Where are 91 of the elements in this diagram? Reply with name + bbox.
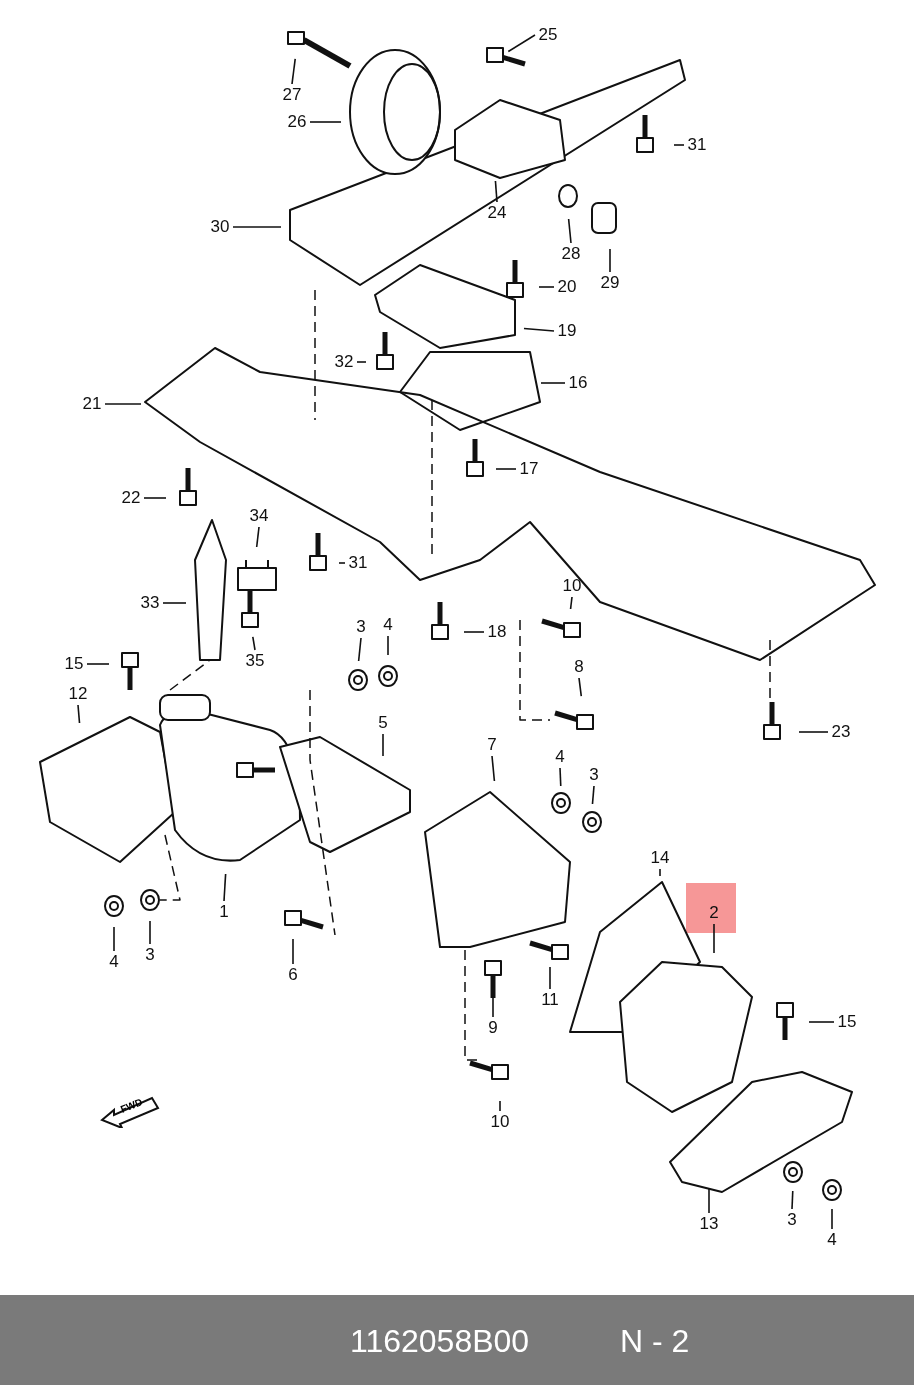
leader-line	[255, 526, 260, 548]
callout-number: 3	[356, 617, 366, 637]
leader-line	[713, 923, 715, 954]
callout-number: 12	[68, 684, 88, 704]
direction-label: FWD	[118, 1096, 144, 1115]
leader-line	[495, 468, 517, 470]
callout-number: 4	[383, 615, 393, 635]
leader-line	[578, 677, 583, 697]
callout-number: 15	[64, 654, 84, 674]
leader-line	[791, 1190, 794, 1210]
callout-number: 27	[282, 85, 302, 105]
callout-number: 4	[827, 1230, 837, 1250]
leader-line	[149, 920, 151, 945]
part-number: 1162058B00	[350, 1323, 530, 1359]
callout-number: 35	[245, 651, 265, 671]
leader-line	[494, 180, 498, 203]
callout-number: 16	[568, 373, 588, 393]
callout-number: 4	[109, 952, 119, 972]
leader-line	[77, 704, 81, 724]
leader-line	[309, 121, 342, 123]
callout-number: 8	[574, 657, 584, 677]
callout-number: 10	[562, 576, 582, 596]
leader-line	[491, 755, 496, 782]
callout-number: 20	[557, 277, 577, 297]
leader-line	[232, 226, 282, 228]
leader-line	[569, 596, 573, 610]
callout-number: 13	[699, 1214, 719, 1234]
callout-number: 15	[837, 1012, 857, 1032]
leader-line	[708, 1188, 710, 1214]
leader-line	[292, 938, 294, 965]
callout-number: 34	[249, 506, 269, 526]
callout-number: 11	[541, 990, 559, 1010]
leader-line	[356, 361, 367, 363]
callout-number: 31	[348, 553, 368, 573]
leader-line	[104, 403, 142, 405]
leader-line	[567, 218, 572, 244]
leader-line	[673, 144, 685, 146]
leader-line	[223, 873, 227, 902]
leader-line	[609, 248, 611, 273]
leader-line	[831, 1208, 833, 1230]
leader-line	[659, 868, 661, 877]
callout-number: 22	[121, 488, 141, 508]
leader-line	[143, 497, 167, 499]
leader-line	[559, 767, 562, 787]
leader-line	[338, 562, 346, 564]
leader-line	[538, 286, 555, 288]
callout-number: 24	[487, 203, 507, 223]
leader-line	[463, 631, 485, 633]
callout-number: 3	[145, 945, 155, 965]
callout-number: 26	[287, 112, 307, 132]
leader-line	[387, 635, 389, 656]
callout-number: 23	[831, 722, 851, 742]
callout-number: 28	[561, 244, 581, 264]
leader-line	[357, 637, 362, 662]
leader-line	[499, 1100, 501, 1112]
leader-line	[808, 1021, 835, 1023]
callout-number: 5	[378, 713, 388, 733]
leader-line	[507, 34, 536, 53]
callout-number: 19	[557, 321, 577, 341]
leader-line	[113, 926, 115, 952]
callout-number: 17	[519, 459, 539, 479]
leader-line	[382, 733, 384, 757]
leader-line	[86, 663, 110, 665]
callout-number: 30	[210, 217, 230, 237]
leader-line	[162, 602, 187, 604]
callout-number: 32	[334, 352, 354, 372]
callout-number: 3	[589, 765, 599, 785]
leader-line	[252, 636, 256, 651]
callout-number: 4	[555, 747, 565, 767]
callout-number: 25	[538, 25, 558, 45]
page-number: N - 2	[620, 1323, 690, 1359]
leader-line	[591, 785, 595, 805]
callout-number: 1	[219, 902, 229, 922]
callout-number: 31	[687, 135, 707, 155]
callout-number: 33	[140, 593, 160, 613]
callout-number: 3	[787, 1210, 797, 1230]
leader-line	[291, 58, 296, 85]
callout-number: 18	[487, 622, 507, 642]
callout-number: 21	[82, 394, 102, 414]
leader-line	[523, 327, 555, 332]
leader-line	[549, 966, 551, 990]
callout-number: 6	[288, 965, 298, 985]
leader-line	[492, 996, 494, 1018]
callout-number: 2	[709, 903, 719, 923]
callout-number: 7	[487, 735, 497, 755]
callout-number: 14	[650, 848, 670, 868]
leader-line	[540, 382, 566, 384]
callout-number: 10	[490, 1112, 510, 1132]
callout-number: 9	[488, 1018, 498, 1038]
leader-line	[798, 731, 829, 733]
callout-number: 29	[600, 273, 620, 293]
